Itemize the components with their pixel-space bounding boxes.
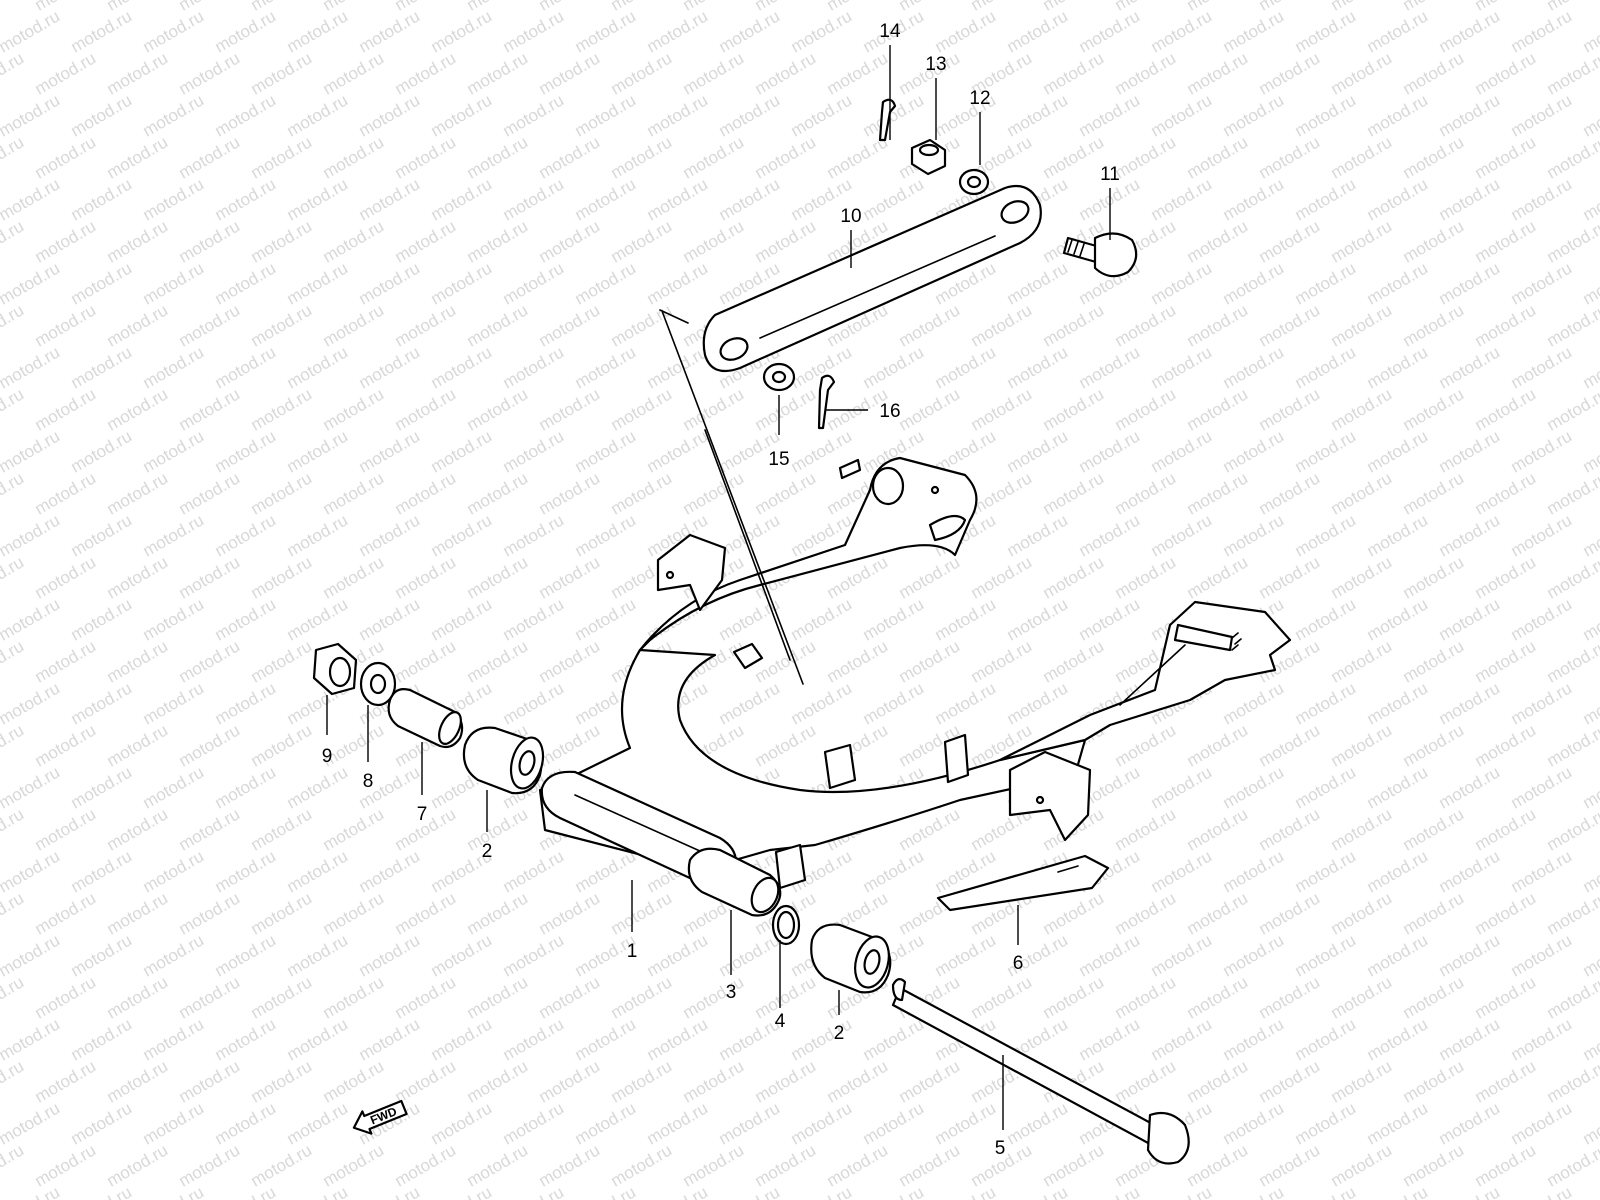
washer-8-part xyxy=(359,661,397,707)
callout-7[interactable]: 7 xyxy=(417,804,428,825)
nut-9-part xyxy=(312,642,358,696)
leader-lines xyxy=(326,45,1111,1130)
o-ring-part xyxy=(771,904,801,946)
callout-labels: 14 13 12 10 11 15 16 9 8 7 2 1 3 4 2 6 5 xyxy=(322,21,1120,1159)
callout-12[interactable]: 12 xyxy=(969,88,990,109)
washer-12-part xyxy=(958,168,990,196)
section-pointer-line xyxy=(659,309,804,685)
washer-15-part xyxy=(762,362,796,392)
cotter-pin-16-part xyxy=(817,374,836,430)
callout-3[interactable]: 3 xyxy=(726,982,737,1003)
callout-2-right[interactable]: 2 xyxy=(834,1023,845,1044)
chain-guard-plate-part xyxy=(936,854,1110,912)
callout-9[interactable]: 9 xyxy=(322,746,333,767)
callout-2-left[interactable]: 2 xyxy=(482,841,493,862)
callout-10[interactable]: 10 xyxy=(840,206,861,227)
arrow-left-icon xyxy=(352,1099,408,1135)
torque-link-part xyxy=(702,184,1042,373)
callout-1[interactable]: 1 xyxy=(627,941,638,962)
swingarm-part xyxy=(538,456,1292,890)
callout-14[interactable]: 14 xyxy=(879,21,901,42)
callout-8[interactable]: 8 xyxy=(363,771,374,792)
cotter-pin-14-part xyxy=(878,98,897,142)
fwd-direction-marker: FWD xyxy=(352,1099,408,1135)
section-pointer-line-2 xyxy=(704,429,791,661)
pivot-sleeve-part xyxy=(687,847,782,917)
callout-13[interactable]: 13 xyxy=(925,54,946,75)
callout-5[interactable]: 5 xyxy=(995,1138,1006,1159)
callout-4[interactable]: 4 xyxy=(775,1011,786,1032)
callout-16[interactable]: 16 xyxy=(879,401,900,422)
bushing-left-part xyxy=(462,726,545,795)
callout-15[interactable]: 15 xyxy=(768,449,789,470)
spacer-part xyxy=(387,688,464,749)
bolt-part xyxy=(1062,232,1138,278)
pivot-shaft-part xyxy=(891,978,1190,1165)
nut-13-part xyxy=(910,138,947,176)
bushing-right-part xyxy=(810,923,892,994)
callout-11[interactable]: 11 xyxy=(1100,164,1120,185)
callout-6[interactable]: 6 xyxy=(1013,953,1024,974)
